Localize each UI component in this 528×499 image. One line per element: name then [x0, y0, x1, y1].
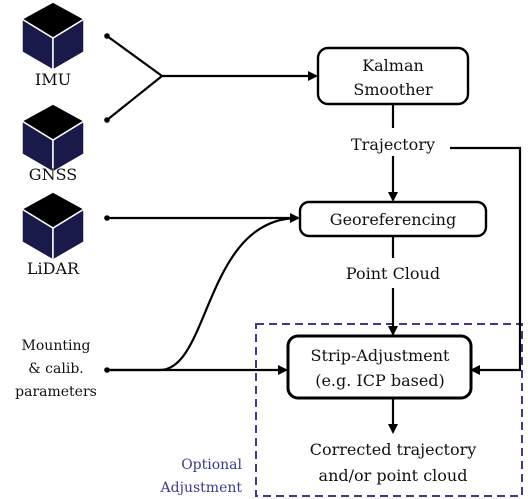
gnss-label: GNSS: [29, 165, 77, 184]
mounting-label-line-2: & calib.: [28, 361, 83, 377]
mounting-to-georef-curve: [107, 216, 299, 372]
output-label-line-2: and/or point cloud: [319, 466, 468, 485]
imu-label: IMU: [35, 70, 71, 89]
mounting-label-line-1: Mounting: [22, 338, 91, 354]
lidar-cube-icon: [20, 191, 86, 262]
kalman-label-line-1: Kalman: [362, 56, 424, 75]
trajectory-bypass-line: [450, 146, 522, 375]
gnss-cube-icon: [20, 103, 86, 174]
imu-cube-icon: [20, 1, 86, 72]
strip-label-line-1: Strip-Adjustment: [311, 346, 450, 365]
output-label-line-1: Corrected trajectory: [310, 440, 477, 459]
strip-adjustment-box: [286, 334, 473, 400]
lidar-label: LiDAR: [27, 259, 80, 278]
strip-label-line-2: (e.g. ICP based): [315, 371, 445, 390]
gnss-merge-line: [106, 75, 163, 121]
mounting-label-line-3: parameters: [15, 384, 97, 400]
imu-merge-line: [106, 35, 163, 77]
trajectory-label: Trajectory: [351, 135, 435, 154]
optional-adjustment-region: [255, 323, 523, 497]
point-cloud-label: Point Cloud: [346, 264, 440, 283]
optional-label-line-2: Adjustment: [160, 480, 243, 496]
kalman-label-line-2: Smoother: [353, 80, 433, 99]
georeferencing-label: Georeferencing: [330, 210, 456, 229]
optional-label-line-1: Optional: [181, 457, 242, 473]
